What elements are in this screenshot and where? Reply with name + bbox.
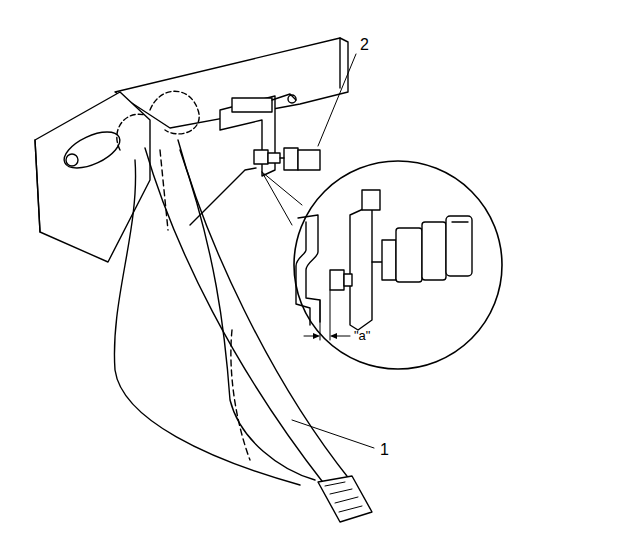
- callout-number: 1: [378, 441, 391, 459]
- callout-number: 2: [358, 36, 371, 54]
- dimension-label: "a": [352, 328, 372, 343]
